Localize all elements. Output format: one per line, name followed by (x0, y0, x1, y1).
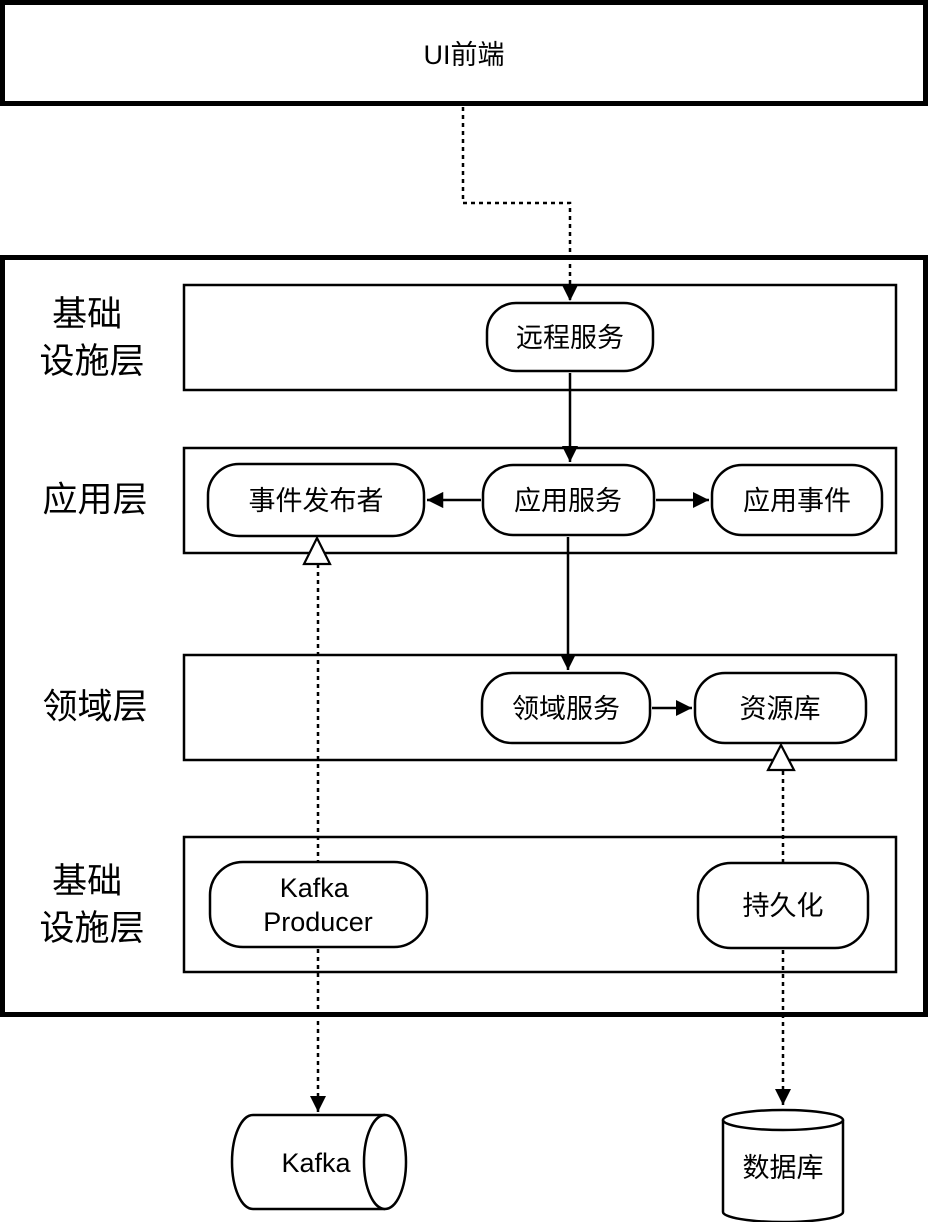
node-domain-service-label: 领域服务 (512, 694, 620, 724)
database-cylinder-label: 数据库 (743, 1153, 824, 1183)
realization-arrowhead-event-publisher (302, 535, 332, 566)
node-remote-service (485, 301, 655, 373)
layer-label-application: 应用层 (42, 481, 147, 520)
kafka-cylinder-face (362, 1113, 408, 1211)
database-cylinder-top (721, 1108, 845, 1132)
layer-label-domain: 领域层 (42, 688, 147, 727)
node-repository-label: 资源库 (740, 694, 821, 724)
kafka-cylinder: Kafka (230, 1113, 408, 1211)
node-event-publisher-label: 事件发布者 (249, 486, 384, 516)
ui-frontend-label: UI前端 (424, 40, 505, 70)
node-remote-service-label: 远程服务 (516, 323, 624, 353)
node-persistence-label: 持久化 (743, 891, 824, 921)
node-app-service-label: 应用服务 (514, 486, 622, 516)
node-kafka-producer-label: Kafka Producer (263, 873, 373, 937)
node-app-event (710, 463, 884, 537)
database-cylinder-body (721, 1120, 845, 1222)
node-event-publisher (206, 462, 426, 538)
ui-frontend-box (0, 0, 928, 106)
node-persistence (696, 861, 870, 950)
kafka-cylinder-label: Kafka (281, 1148, 351, 1178)
layer-label-infrastructure-top: 基础 设施层 (39, 295, 144, 381)
edge-ui-to-remote-service (461, 107, 579, 301)
node-app-service (481, 463, 656, 537)
layer-label-infrastructure-bottom: 基础 设施层 (39, 862, 144, 948)
node-repository (693, 671, 868, 745)
realization-arrowhead-repository (766, 742, 796, 772)
node-domain-service (480, 671, 652, 745)
kafka-cylinder-body (230, 1113, 385, 1211)
database-cylinder: 数据库 (721, 1108, 845, 1222)
node-app-event-label: 应用事件 (743, 486, 851, 516)
node-kafka-producer (208, 860, 429, 949)
